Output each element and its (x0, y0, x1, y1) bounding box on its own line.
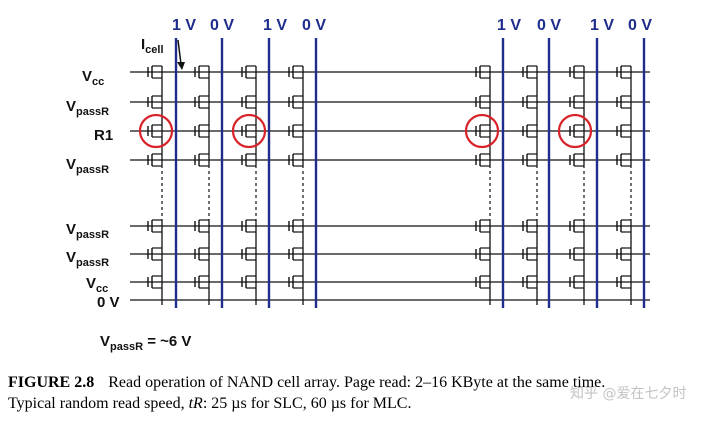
row-label-main: V (82, 68, 92, 85)
selected-cell-circle (231, 113, 267, 149)
row-label-sub: passR (76, 257, 109, 269)
caption-text-2a: Typical random read speed, (8, 395, 189, 412)
svg-text:R1: R1 (94, 127, 113, 144)
icell-sub: cell (145, 44, 163, 56)
row-label-main: V (86, 275, 96, 292)
row-label-sub: passR (76, 106, 109, 118)
svg-text:VpassR: VpassR (66, 156, 109, 176)
current-arrowhead-icon (177, 62, 185, 70)
wiring-grid (130, 65, 650, 305)
bitlines (174, 38, 646, 308)
svg-text:Vcc: Vcc (82, 68, 104, 88)
selected-cell-markers (138, 113, 593, 149)
svg-text:0 V: 0 V (97, 294, 120, 311)
bitline-voltage-2: 0 V (210, 17, 234, 34)
row-label-main: V (66, 98, 76, 115)
caption-tr: tR (188, 395, 203, 412)
vpass-note-main: V (100, 333, 110, 350)
row-labels: Vcc VpassR R1 VpassR VpassR VpassR Vcc 0… (66, 68, 120, 311)
figure-caption: FIGURE 2.8 Read operation of NAND cell ar… (8, 372, 720, 414)
cell-current-label: Icell (141, 36, 185, 70)
current-arrow-icon (177, 39, 182, 65)
caption-line-1: FIGURE 2.8 Read operation of NAND cell ar… (8, 372, 720, 393)
figure-label: FIGURE 2.8 (8, 374, 95, 391)
row-label-main: V (66, 249, 76, 266)
bitline-voltage-4: 0 V (302, 17, 326, 34)
svg-text:VpassR: VpassR (66, 221, 109, 241)
selected-cell-circle (557, 113, 593, 149)
caption-text-1: Read operation of NAND cell array. Page … (108, 374, 606, 391)
bitline-voltage-8: 0 V (628, 17, 652, 34)
vpass-note: VpassR = ~6 V (100, 333, 191, 353)
row-label-main: R1 (94, 127, 113, 144)
row-label-main: 0 V (97, 294, 120, 311)
bitline-voltage-1: 1 V (172, 17, 196, 34)
row-label-sub: passR (76, 229, 109, 241)
icell-main: I (141, 36, 145, 53)
bitline-voltage-5: 1 V (497, 17, 521, 34)
caption-text-2b: : 25 µs for SLC, 60 µs for MLC. (202, 395, 412, 412)
svg-text:VpassR: VpassR (66, 98, 109, 118)
svg-text:Vcc: Vcc (86, 275, 108, 295)
row-label-sub: passR (76, 164, 109, 176)
svg-text:VpassR: VpassR (66, 249, 109, 269)
row-label-main: V (66, 156, 76, 173)
vpass-note-sub: passR (110, 341, 143, 353)
bitline-voltage-labels: 1 V 0 V 1 V 0 V 1 V 0 V 1 V 0 V (172, 17, 652, 34)
watermark: 知乎 @爱在七夕时 (570, 386, 687, 402)
caption-line-2: Typical random read speed, tR: 25 µs for… (8, 393, 720, 414)
row-label-main: V (66, 221, 76, 238)
bitline-voltage-6: 0 V (537, 17, 561, 34)
vpass-note-rest: = ~6 V (143, 333, 191, 350)
bitline-voltage-3: 1 V (263, 17, 287, 34)
selected-cell-circle (464, 113, 500, 149)
row-label-sub: cc (92, 76, 104, 88)
bitline-voltage-7: 1 V (590, 17, 614, 34)
svg-text:Icell: Icell (141, 36, 164, 56)
selected-cell-circle (138, 113, 174, 149)
row-label-sub: cc (96, 283, 108, 295)
